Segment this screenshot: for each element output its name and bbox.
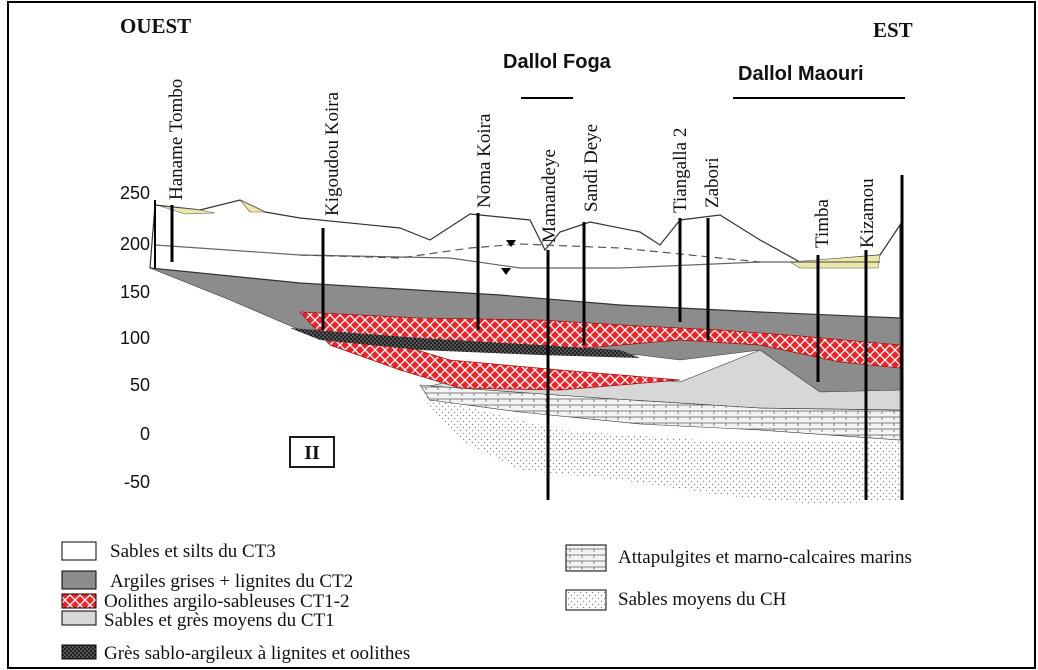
well-label: Zabori xyxy=(702,157,723,208)
y-tick-label: 250 xyxy=(120,183,150,203)
layer-gres xyxy=(290,328,640,358)
region-foga-label: Dallol Foga xyxy=(503,51,612,73)
legend-swatch-oolithes xyxy=(61,593,97,609)
legend-label: Oolithes argilo-sableuses CT1-2 xyxy=(104,591,350,612)
legend-label: Grès sablo-argileux à lignites et oolith… xyxy=(104,643,410,664)
legend-swatch-ct2 xyxy=(61,570,97,590)
west-label: OUEST xyxy=(120,14,191,38)
section-label-box xyxy=(289,436,335,468)
outer-frame xyxy=(7,1,1036,669)
well-label: Kizamou xyxy=(857,178,878,248)
legend-label: Sables moyens du CH xyxy=(618,589,787,610)
legend-swatch-ch xyxy=(565,589,607,611)
layer-oolithes xyxy=(299,311,901,391)
y-tick-label: 0 xyxy=(140,424,150,444)
section-label: II xyxy=(304,442,320,464)
well-label: Noma Koira xyxy=(474,113,495,208)
legend-swatch-ct3 xyxy=(61,541,97,561)
region-maouri-label: Dallol Maouri xyxy=(738,63,864,85)
y-tick-label: 150 xyxy=(120,282,150,302)
topsoil-patch xyxy=(159,205,216,215)
well-label: Tiangalla 2 xyxy=(670,128,691,213)
well-labels: Haname Tombo Kigoudou Koira Noma Koira M… xyxy=(166,79,878,248)
boreholes xyxy=(170,205,868,500)
y-tick-label: 50 xyxy=(130,375,150,395)
y-axis: 250 200 150 100 50 0 -50 xyxy=(120,183,150,492)
legend-label: Sables et grès moyens du CT1 xyxy=(104,610,335,631)
layer-ct3-sands xyxy=(149,199,901,319)
legend-label: Sables et silts du CT3 xyxy=(110,541,276,562)
topsoil-patch xyxy=(239,199,266,213)
y-tick-label: -50 xyxy=(124,472,150,492)
legend-swatch-attapulgites xyxy=(565,544,607,572)
y-tick-label: 100 xyxy=(120,328,150,348)
legend-swatch-ct1 xyxy=(61,610,97,626)
legend-label: Argiles grises + lignites du CT2 xyxy=(110,571,353,592)
well-label: Mamandeye xyxy=(539,149,560,243)
east-label: EST xyxy=(873,18,913,42)
legend-left: Sables et silts du CT3 Argiles grises + … xyxy=(61,541,410,664)
water-level-marker xyxy=(501,268,511,275)
legend-swatch-gres xyxy=(61,644,97,660)
well-label: Sandi Deye xyxy=(581,124,602,212)
layer-ch-sands xyxy=(420,395,900,505)
well-label: Kigoudou Koira xyxy=(322,91,343,216)
well-label: Haname Tombo xyxy=(166,79,187,200)
legend-label: Attapulgites et marno-calcaires marins xyxy=(618,547,912,568)
y-tick-label: 200 xyxy=(120,234,150,254)
well-label: Timba xyxy=(812,199,833,248)
water-level-marker xyxy=(506,240,516,247)
legend-right: Attapulgites et marno-calcaires marins S… xyxy=(565,544,912,611)
